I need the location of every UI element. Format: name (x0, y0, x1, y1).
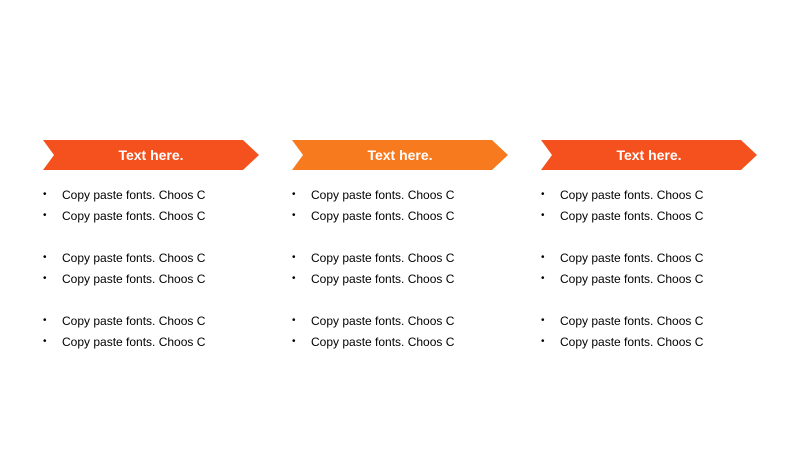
list-item-text: Copy paste fonts. Choos C (560, 272, 704, 286)
list-item-text: Copy paste fonts. Choos C (311, 335, 455, 349)
bullet-dot: • (541, 336, 545, 347)
bullet-dot: • (541, 273, 545, 284)
list-item-text: Copy paste fonts. Choos C (62, 314, 206, 328)
list-item-text: Copy paste fonts. Choos C (560, 251, 704, 265)
list-item-text: Copy paste fonts. Choos C (311, 188, 455, 202)
chevron-arrow-shape (43, 140, 259, 170)
bullet-dot: • (43, 189, 47, 200)
list-item-text: Copy paste fonts. Choos C (311, 314, 455, 328)
bullet-dot: • (292, 252, 296, 263)
list-item-text: Copy paste fonts. Choos C (62, 188, 206, 202)
step-column-1: Text here. • Copy paste fonts. Choos C • C… (43, 140, 259, 349)
bullet-dot: • (541, 189, 545, 200)
bullet-dot: • (541, 252, 545, 263)
list-item-text: Copy paste fonts. Choos C (62, 251, 206, 265)
list-item-text: Copy paste fonts. Choos C (560, 188, 704, 202)
step-column-3: Text here. • Copy paste fonts. Choos C • C… (541, 140, 757, 349)
list-item-text: Copy paste fonts. Choos C (560, 314, 704, 328)
bullet-dot: • (292, 210, 296, 221)
bullet-dot: • (43, 315, 47, 326)
chevron-arrow-shape (541, 140, 757, 170)
list-item-text: Copy paste fonts. Choos C (62, 272, 206, 286)
bullet-dot: • (541, 315, 545, 326)
bullet-dot: • (43, 336, 47, 347)
step-banner-1: Text here. (43, 140, 259, 170)
list-item-text: Copy paste fonts. Choos C (62, 209, 206, 223)
chevron-arrow-fill (541, 140, 757, 170)
bullet-dot: • (43, 210, 47, 221)
bullet-dot: • (43, 252, 47, 263)
bullet-dot: • (43, 273, 47, 284)
bullet-dot: • (292, 273, 296, 284)
bullet-dot: • (292, 189, 296, 200)
step-banner-2: Text here. (292, 140, 508, 170)
chevron-arrow-fill (292, 140, 508, 170)
step-title: Text here. (118, 147, 184, 163)
list-item-text: Copy paste fonts. Choos C (560, 209, 704, 223)
step-title: Text here. (616, 147, 682, 163)
list-item-text: Copy paste fonts. Choos C (311, 251, 455, 265)
step-column-2: Text here. • Copy paste fonts. Choos C • C… (292, 140, 508, 349)
bullet-dot: • (292, 315, 296, 326)
list-item-text: Copy paste fonts. Choos C (62, 335, 206, 349)
chevron-arrow-fill (43, 140, 259, 170)
step-banner-3: Text here. (541, 140, 757, 170)
bullet-dot: • (541, 210, 545, 221)
list-item-text: Copy paste fonts. Choos C (560, 335, 704, 349)
step-title: Text here. (367, 147, 433, 163)
chevron-arrow-shape (292, 140, 508, 170)
list-item-text: Copy paste fonts. Choos C (311, 209, 455, 223)
list-item-text: Copy paste fonts. Choos C (311, 272, 455, 286)
bullet-dot: • (292, 336, 296, 347)
